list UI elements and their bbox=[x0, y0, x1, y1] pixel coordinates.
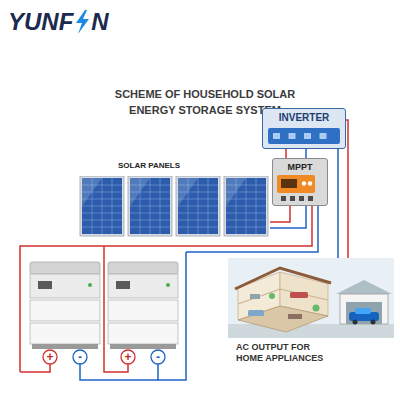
panel-cells bbox=[226, 178, 266, 234]
wire bbox=[346, 120, 348, 258]
inverter-display bbox=[268, 128, 340, 144]
brand-logo: YUNF N bbox=[8, 8, 109, 36]
cell-line bbox=[130, 213, 170, 214]
panel-cells bbox=[130, 178, 170, 234]
display-led bbox=[304, 133, 311, 139]
cell-line bbox=[226, 220, 266, 221]
lightning-shape bbox=[76, 10, 89, 34]
desk bbox=[250, 294, 260, 299]
wire bbox=[338, 130, 346, 258]
garage-roof bbox=[336, 280, 392, 294]
garage-wall bbox=[340, 294, 388, 324]
panel-frame bbox=[224, 176, 268, 236]
mppt-terminal bbox=[290, 196, 295, 201]
terminal-sign: - bbox=[73, 350, 87, 364]
terminal-sign: + bbox=[121, 350, 135, 364]
mppt-face bbox=[277, 175, 315, 193]
display-led bbox=[289, 133, 296, 139]
plant bbox=[269, 293, 275, 299]
wire bbox=[270, 206, 290, 222]
cell-line bbox=[226, 227, 266, 228]
sofa bbox=[248, 310, 264, 316]
wire-pair bbox=[286, 149, 306, 158]
mppt-button bbox=[302, 181, 306, 185]
sky bbox=[228, 258, 394, 338]
cell-line bbox=[82, 213, 122, 214]
cell-line bbox=[226, 206, 266, 207]
group-heading: SOLAR PANELS bbox=[76, 160, 270, 172]
brand-text: N bbox=[91, 8, 108, 36]
table bbox=[288, 314, 302, 319]
panel-shine bbox=[82, 178, 102, 206]
output-caption: AC OUTPUT FOR HOME APPLIANCES bbox=[236, 342, 334, 364]
cell-line bbox=[82, 199, 122, 200]
device-name: MPPT bbox=[273, 159, 327, 173]
panel-frame bbox=[128, 176, 172, 236]
cell-line bbox=[130, 220, 170, 221]
cell-line bbox=[178, 206, 218, 207]
display-led bbox=[320, 133, 327, 139]
mppt-screen bbox=[281, 179, 297, 188]
node-box: INVERTER bbox=[262, 108, 346, 149]
cell-line bbox=[226, 213, 266, 214]
cell-line bbox=[130, 227, 170, 228]
node-box: SOLAR PANELS bbox=[76, 160, 270, 240]
car-wheel bbox=[371, 320, 376, 325]
cell-line bbox=[82, 206, 122, 207]
battery-unit bbox=[30, 262, 100, 349]
battery-unit bbox=[108, 262, 178, 349]
cell-line bbox=[178, 199, 218, 200]
garage-opening bbox=[346, 302, 382, 324]
cell-line bbox=[82, 220, 122, 221]
mppt-terminal bbox=[308, 196, 313, 201]
bed bbox=[290, 292, 308, 298]
display-panel bbox=[268, 128, 340, 144]
panel-cells bbox=[178, 178, 218, 234]
car-wheel bbox=[353, 320, 358, 325]
terminal-sign: + bbox=[43, 350, 57, 364]
wire-pair bbox=[270, 206, 306, 228]
cell-line bbox=[82, 227, 122, 228]
panel-shine bbox=[130, 178, 150, 206]
panel-shine bbox=[178, 178, 198, 206]
panel-shine bbox=[226, 178, 246, 206]
display-led bbox=[273, 133, 280, 139]
panel-frame bbox=[176, 176, 220, 236]
mppt-terminal bbox=[299, 196, 304, 201]
house-roof bbox=[235, 268, 331, 289]
panel-frame bbox=[80, 176, 124, 236]
car-top bbox=[355, 308, 371, 314]
cell-line bbox=[226, 199, 266, 200]
cell-line bbox=[130, 206, 170, 207]
terminal-sign: - bbox=[151, 350, 165, 364]
device-name: INVERTER bbox=[263, 109, 345, 124]
cell-line bbox=[178, 227, 218, 228]
ground bbox=[228, 324, 394, 338]
brand-text: YUNF bbox=[8, 8, 73, 36]
plant bbox=[313, 305, 320, 312]
wire bbox=[270, 206, 306, 228]
node-box: AC OUTPUT FOR HOME APPLIANCES bbox=[228, 258, 394, 370]
mppt-button bbox=[308, 181, 312, 185]
house-floor-line bbox=[238, 289, 328, 304]
node-box: MPPT bbox=[272, 158, 328, 206]
solar-panel-array bbox=[76, 176, 270, 238]
mppt-terminal bbox=[281, 196, 286, 201]
wire bbox=[285, 149, 287, 158]
mppt-body bbox=[277, 175, 315, 203]
cell-line bbox=[178, 213, 218, 214]
terminal-circles bbox=[43, 350, 165, 364]
cell-line bbox=[178, 220, 218, 221]
cell-line bbox=[130, 199, 170, 200]
wire bbox=[305, 149, 307, 158]
panel-cells bbox=[82, 178, 122, 234]
house-illustration bbox=[228, 258, 394, 338]
lightning-icon bbox=[74, 10, 90, 34]
